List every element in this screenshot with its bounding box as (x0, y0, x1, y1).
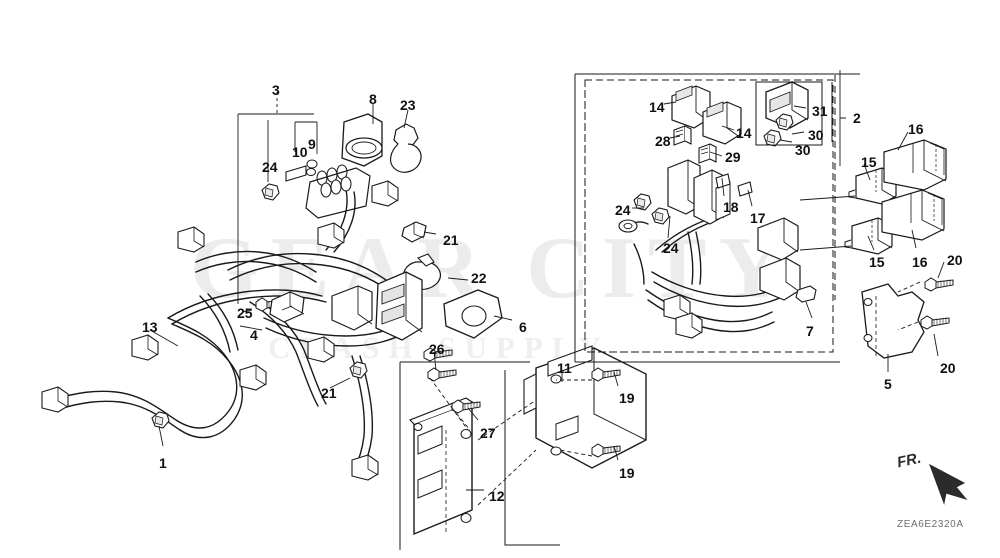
front-direction-arrow (929, 463, 968, 505)
callout-number-20: 20 (940, 360, 956, 376)
callout-number-24: 24 (663, 240, 679, 256)
callout-number-19: 19 (619, 465, 635, 481)
callout-number-21: 21 (443, 232, 459, 248)
callout-number-12: 12 (489, 488, 505, 504)
callout-number-13: 13 (142, 319, 158, 335)
callout-number-24: 24 (615, 202, 631, 218)
part-number-label: ZEA6E2320A (897, 519, 964, 530)
callout-number-9: 9 (308, 136, 316, 152)
callout-number-15: 15 (861, 154, 877, 170)
callout-number-10: 10 (292, 144, 308, 160)
callout-number-16: 16 (908, 121, 924, 137)
callout-number-5: 5 (884, 376, 892, 392)
callout-number-6: 6 (519, 319, 527, 335)
callout-number-19: 19 (619, 390, 635, 406)
callout-number-2: 2 (853, 110, 861, 126)
callout-number-31: 31 (812, 103, 828, 119)
callout-number-1: 1 (159, 455, 167, 471)
callout-number-14: 14 (649, 99, 665, 115)
callout-number-20: 20 (947, 252, 963, 268)
callout-number-26: 26 (429, 341, 445, 357)
callout-number-7: 7 (806, 323, 814, 339)
callout-number-27: 27 (480, 425, 496, 441)
callout-number-29: 29 (725, 149, 741, 165)
callout-number-21: 21 (321, 385, 337, 401)
callout-number-17: 17 (750, 210, 766, 226)
callout-number-18: 18 (723, 199, 739, 215)
callout-number-30: 30 (808, 127, 824, 143)
callout-number-14: 14 (736, 125, 752, 141)
callout-number-11: 11 (557, 360, 572, 376)
callout-number-30: 30 (795, 142, 811, 158)
callout-number-4: 4 (250, 327, 258, 343)
callout-number-8: 8 (369, 91, 377, 107)
callout-number-16: 16 (912, 254, 928, 270)
callout-number-22: 22 (471, 270, 487, 286)
callout-number-24: 24 (262, 159, 278, 175)
callout-number-3: 3 (272, 82, 280, 98)
callout-number-28: 28 (655, 133, 671, 149)
callout-number-23: 23 (400, 97, 416, 113)
callout-number-25: 25 (237, 305, 253, 321)
callout-number-15: 15 (869, 254, 885, 270)
